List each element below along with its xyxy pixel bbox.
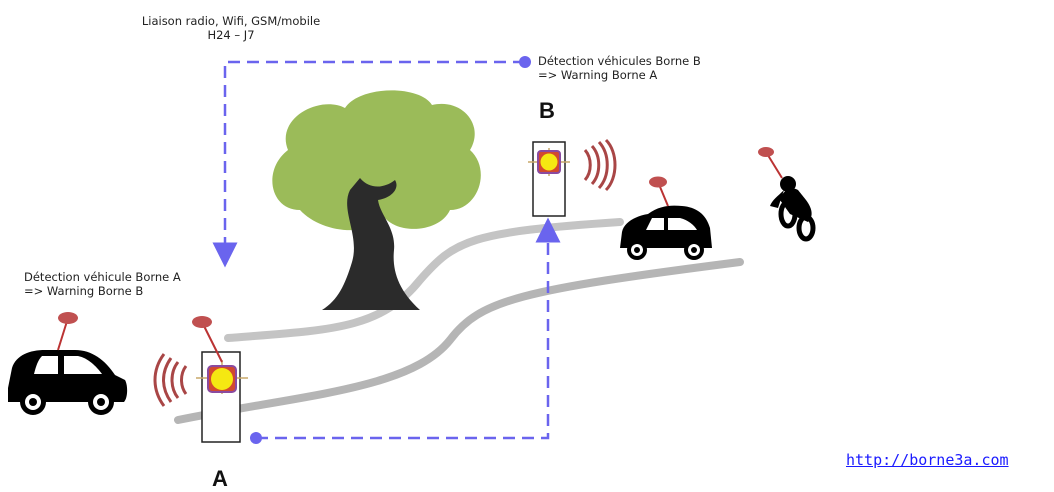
- upper-road: [224, 218, 624, 342]
- borne-b-caption-line2: => Warning Borne A: [538, 68, 658, 82]
- borne-b-label: B: [539, 98, 555, 123]
- radio-link-caption-line2: H24 – J7: [207, 28, 255, 42]
- car-icon-right: [620, 176, 712, 260]
- borne-a: [153, 316, 248, 443]
- borne-a-caption-line2: => Warning Borne B: [24, 284, 144, 298]
- borne-b-caption: Détection véhicules Borne B => Warning B…: [538, 54, 701, 82]
- borne-a-caption-line1: Détection véhicule Borne A: [24, 270, 181, 284]
- tree-icon: [272, 90, 481, 310]
- website-link[interactable]: http://borne3a.com: [846, 451, 1009, 469]
- radio-link: [212, 56, 561, 444]
- pin-borne-a: [192, 316, 212, 328]
- borne-a-label: A: [212, 466, 228, 491]
- borne-b: [528, 138, 617, 217]
- motorcycle-icon: [758, 147, 816, 242]
- borne-a-caption: Détection véhicule Borne A => Warning Bo…: [24, 270, 181, 298]
- pin-motorcycle: [758, 147, 774, 157]
- lower-road: [174, 258, 744, 424]
- roads: [174, 218, 744, 424]
- car-icon-left: [8, 312, 128, 415]
- radio-link-caption: Liaison radio, Wifi, GSM/mobile H24 – J7: [116, 14, 346, 42]
- pin-car-right: [649, 176, 667, 188]
- radio-link-caption-line1: Liaison radio, Wifi, GSM/mobile: [141, 14, 321, 28]
- borne-b-caption-line1: Détection véhicules Borne B: [538, 54, 701, 68]
- pin-car-left: [58, 312, 78, 324]
